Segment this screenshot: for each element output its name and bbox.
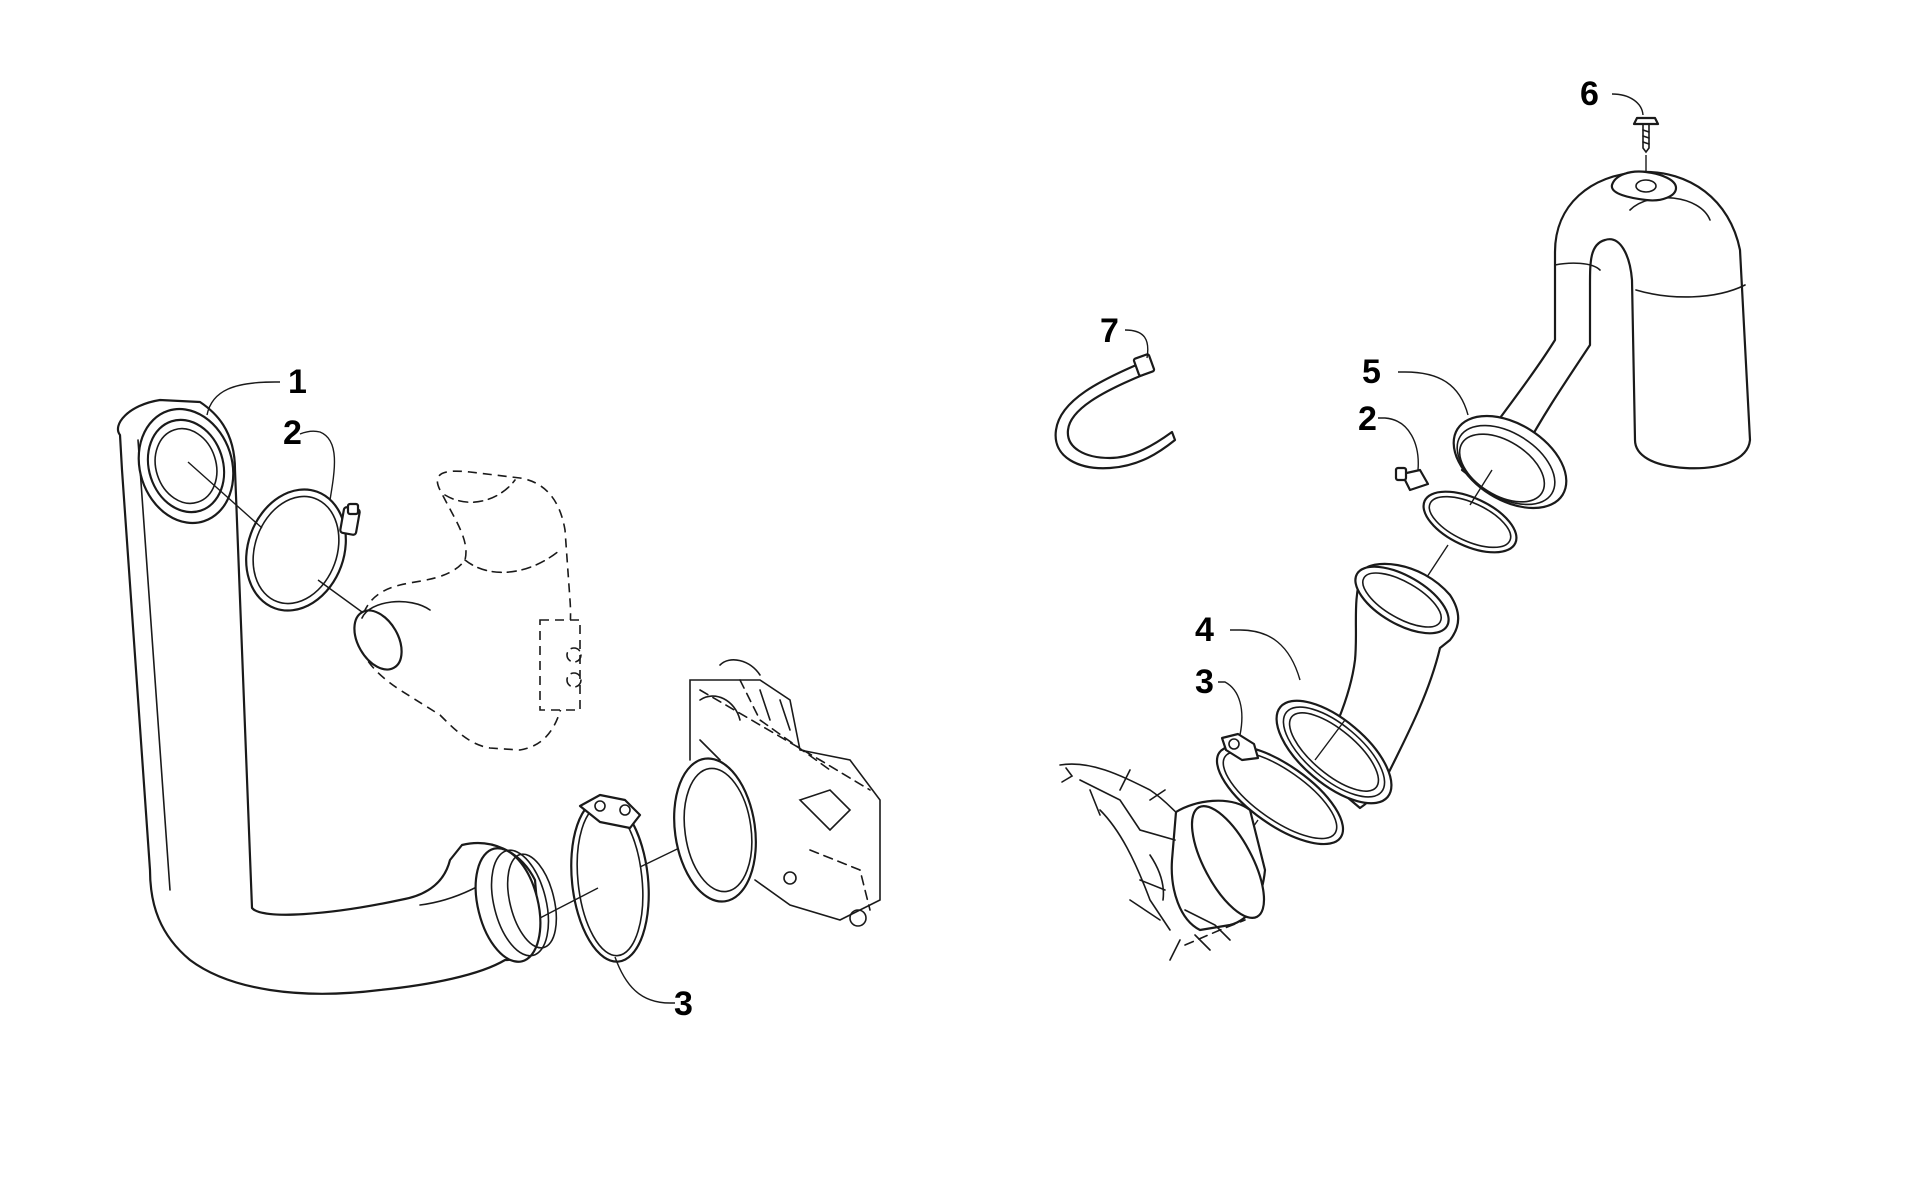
callout-right-2: 2	[1358, 400, 1377, 438]
intake-duct-part-1	[117, 398, 558, 995]
throttle-body-reference	[673, 659, 881, 927]
leader-line-right-7	[1124, 329, 1149, 359]
leader-line-left-1	[206, 381, 280, 416]
callout-left-1: 1	[288, 363, 307, 401]
hose-clamp-part-2-left	[187, 461, 363, 613]
leader-line-right-4	[1230, 629, 1301, 681]
leader-line-right-5	[1398, 371, 1469, 416]
cable-strap-part-7	[1054, 329, 1177, 470]
engine-inlet-reference	[1059, 763, 1267, 961]
airbox-elbow-reference	[353, 470, 582, 751]
callout-right-4: 4	[1195, 611, 1214, 649]
leader-line-left-3	[614, 956, 675, 1004]
u-shaped-air-duct	[1460, 170, 1752, 484]
callout-left-3: 3	[674, 985, 693, 1023]
right-assembly: 6 7 5 2 4 3	[1054, 75, 1752, 961]
leader-line-right-2	[1378, 417, 1419, 471]
screw-part-6	[1611, 93, 1660, 178]
leader-line-right-3	[1218, 681, 1243, 736]
leader-line-right-6	[1611, 93, 1644, 116]
leader-line-left-2	[299, 430, 336, 501]
hose-clamp-part-2-right	[1378, 417, 1518, 581]
t-bolt-clamp-part-3-right	[1215, 681, 1346, 861]
t-bolt-clamp-part-3-left	[539, 793, 701, 963]
callout-right-5: 5	[1362, 353, 1381, 391]
flex-boot-part-4	[1230, 562, 1460, 810]
callout-right-6: 6	[1580, 75, 1599, 113]
callout-right-3: 3	[1195, 663, 1214, 701]
left-assembly: 1 2 3	[117, 363, 881, 1023]
callout-right-7: 7	[1100, 312, 1119, 350]
callout-left-2: 2	[283, 414, 302, 452]
